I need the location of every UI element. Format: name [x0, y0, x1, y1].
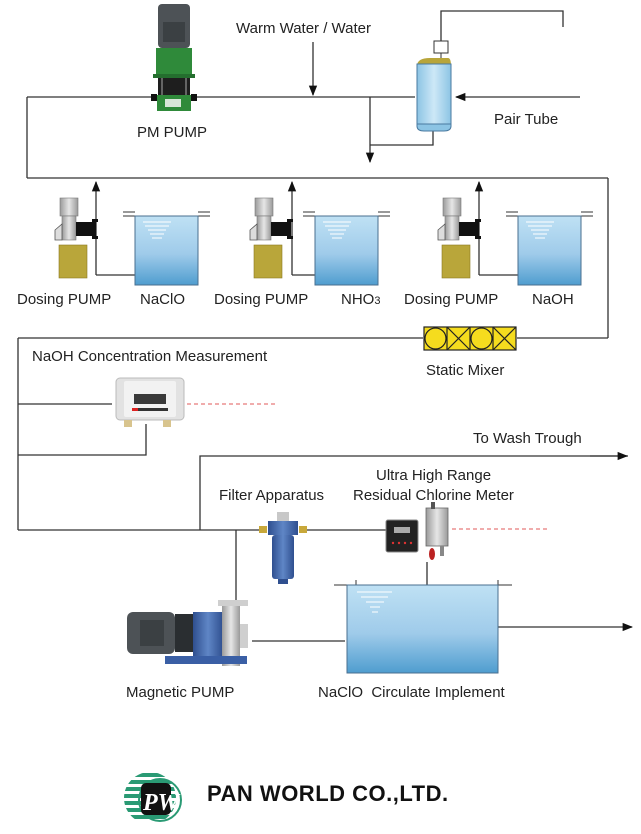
label-to-wash-trough: To Wash Trough	[473, 430, 582, 447]
dosing-pump-3-icon	[437, 197, 481, 279]
label-tank-nho3-main: NHO	[341, 291, 374, 308]
label-dosing-pump-2: Dosing PUMP	[214, 291, 308, 308]
label-dosing-pump-3: Dosing PUMP	[404, 291, 498, 308]
label-chlorine-meter-line1: Ultra High Range	[376, 467, 491, 484]
tank-nho3	[303, 211, 390, 286]
pm-pump	[151, 4, 197, 111]
label-pair-tube: Pair Tube	[494, 111, 558, 128]
magnetic-pump	[127, 600, 248, 666]
label-chlorine-meter-line2: Residual Chlorine Meter	[353, 487, 514, 504]
filter-apparatus	[259, 512, 307, 584]
company-name: PAN WORLD CO.,LTD.	[207, 781, 449, 806]
label-pm-pump: PM PUMP	[137, 124, 207, 141]
static-mixer	[423, 326, 517, 351]
label-circulate: NaClO Circulate Implement	[318, 684, 506, 701]
label-tank-nho3-sub: 3	[374, 295, 380, 307]
dosing-units	[54, 197, 593, 286]
label-magnetic-pump: Magnetic PUMP	[126, 684, 234, 701]
label-dosing-pump-1: Dosing PUMP	[17, 291, 111, 308]
naoh-concentration-meter	[115, 377, 185, 427]
residual-chlorine-meter	[385, 502, 449, 560]
label-warm-water: Warm Water / Water	[236, 20, 371, 37]
tank-naoh	[506, 211, 593, 286]
labels: Warm Water / Water PM PUMP Pair Tube Dos…	[17, 20, 582, 701]
label-naoh-measurement: NaOH Concentration Measurement	[32, 348, 268, 365]
pan-world-logo-icon: PW	[124, 772, 182, 824]
label-tank-naclo: NaClO	[140, 291, 185, 308]
piping	[17, 10, 634, 642]
label-tank-naoh: NaOH	[532, 291, 574, 308]
naclo-circulate-tank	[334, 580, 512, 674]
signal-lines	[187, 403, 548, 530]
label-static-mixer: Static Mixer	[426, 362, 504, 379]
logo-mark-text: PW	[142, 790, 181, 816]
pair-tube-vessel	[416, 40, 452, 132]
label-tank-nho3: NHO3	[341, 291, 380, 308]
dosing-pump-2-icon	[249, 197, 293, 279]
tank-naclo	[123, 211, 210, 286]
label-filter: Filter Apparatus	[219, 487, 324, 504]
dosing-pump-1-icon	[54, 197, 98, 279]
